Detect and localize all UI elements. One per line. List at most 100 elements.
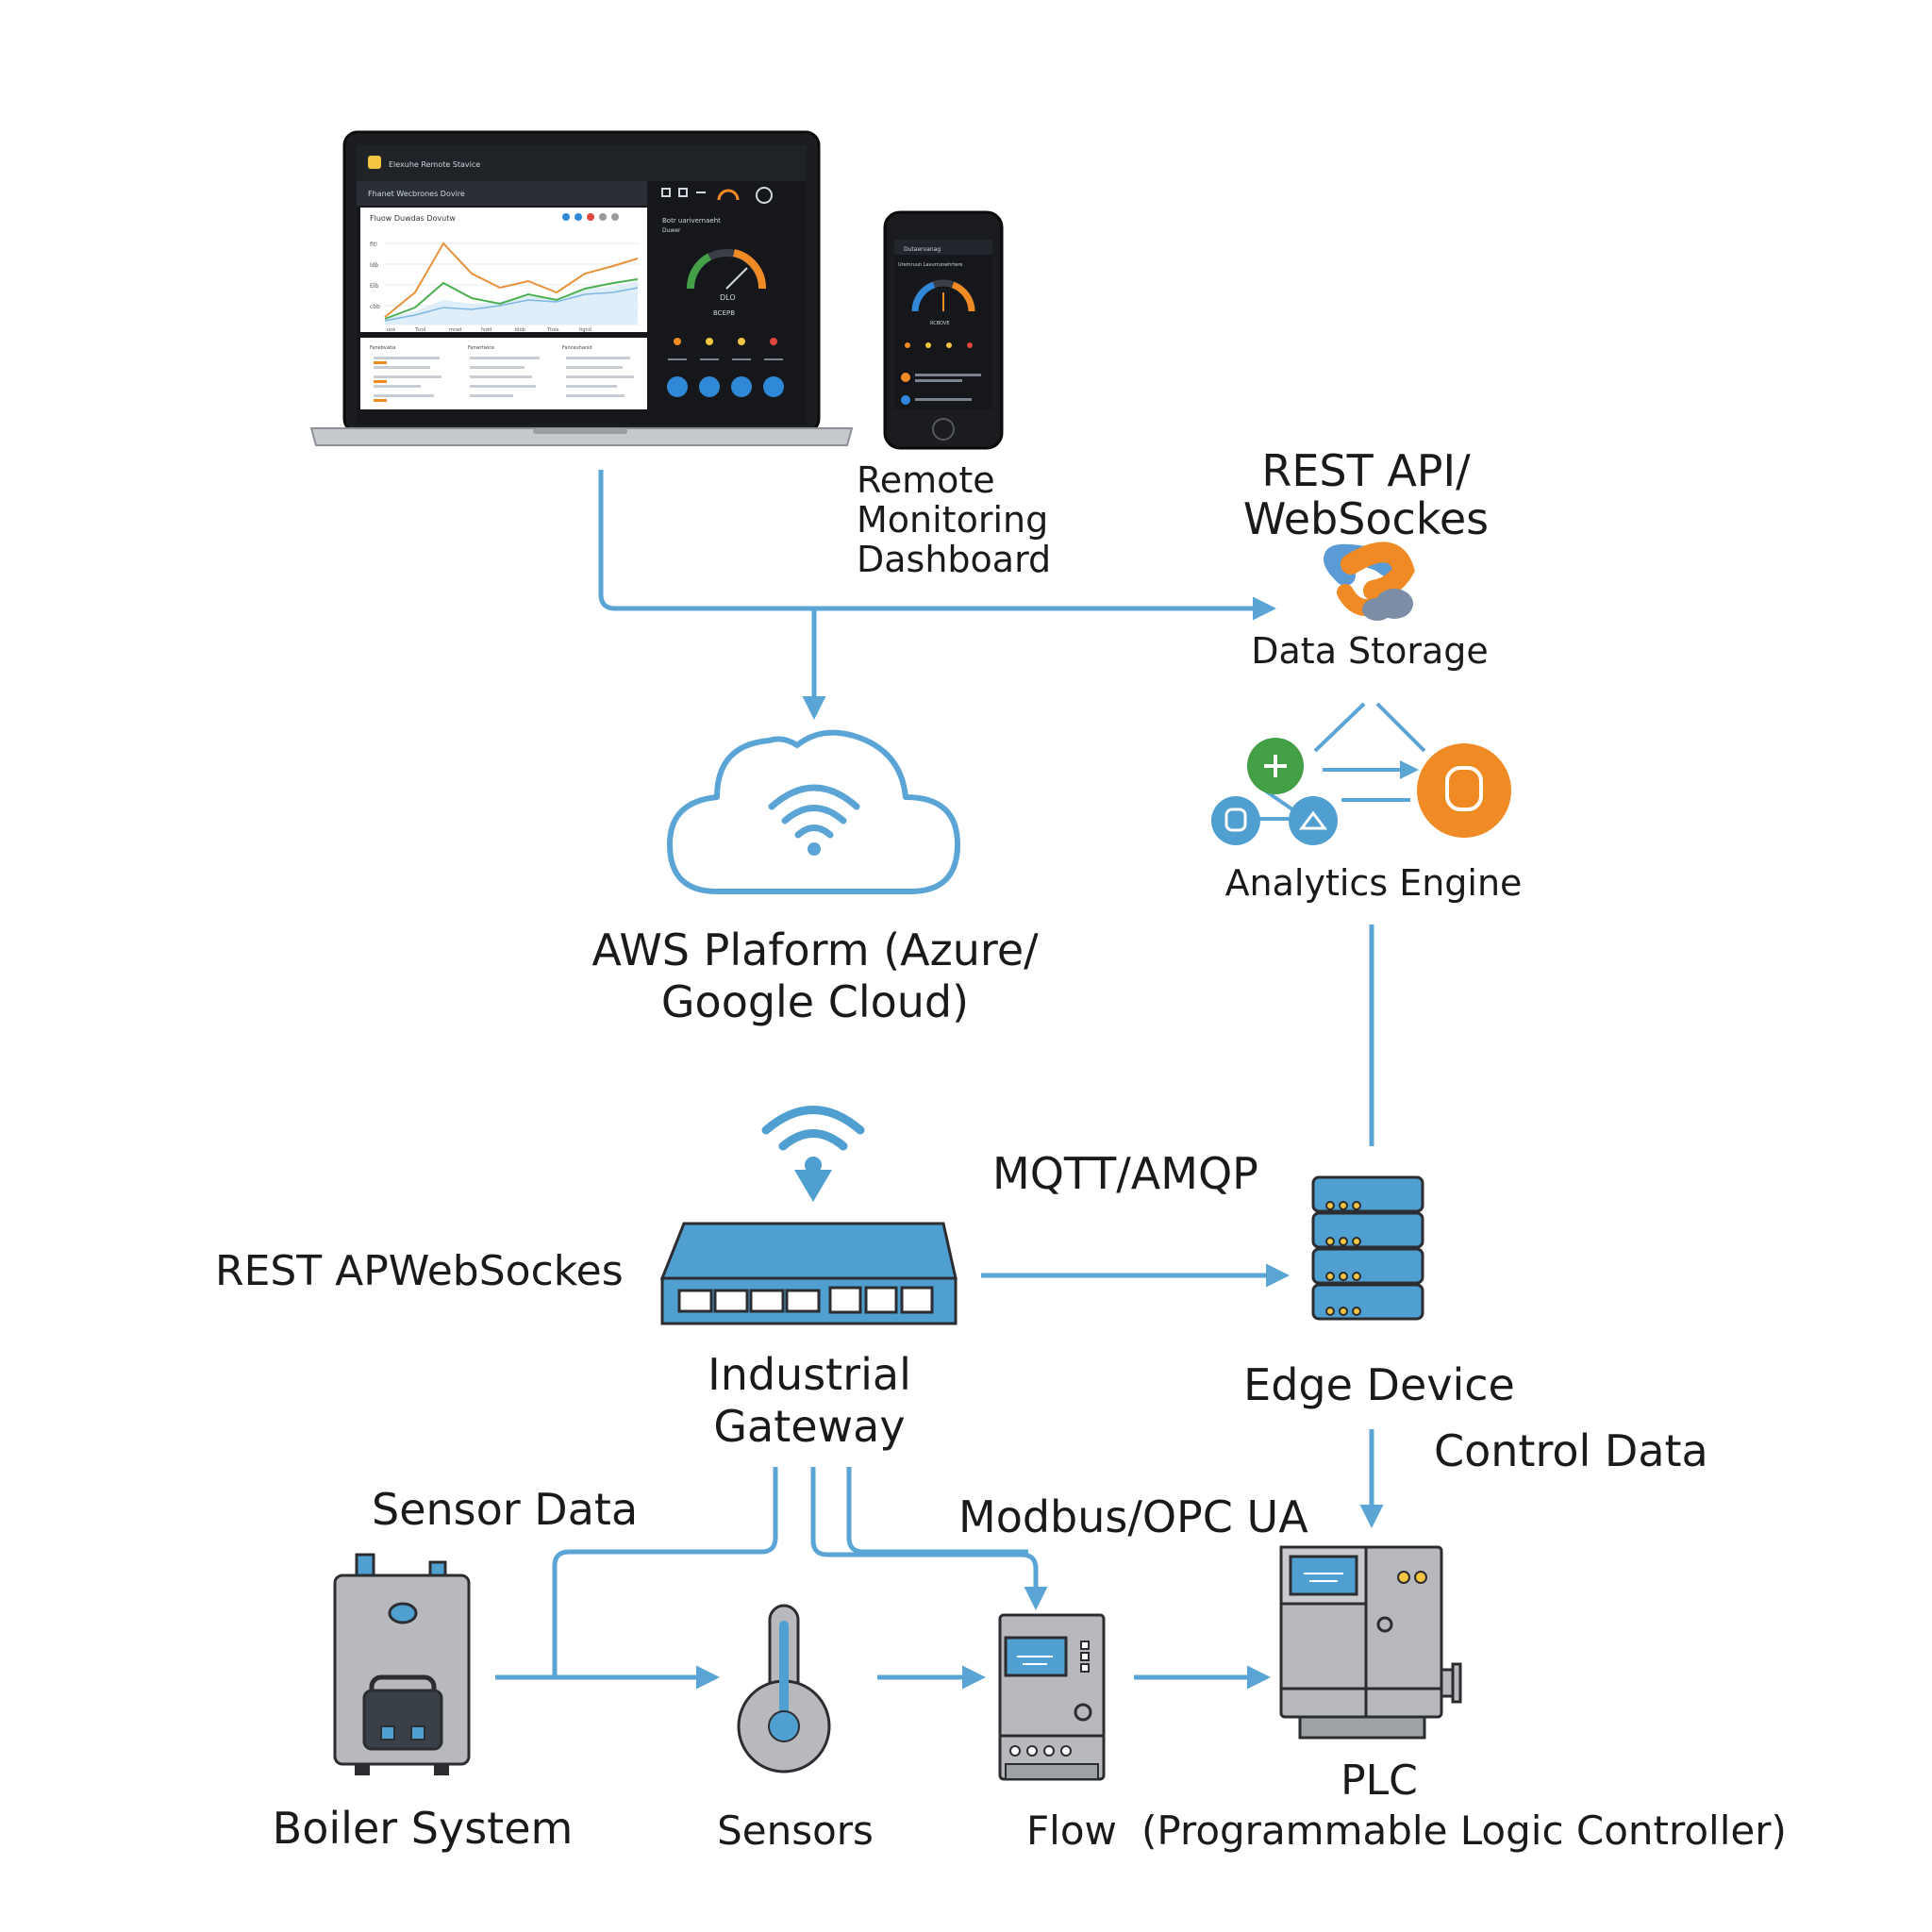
plc-side-handle	[1440, 1668, 1455, 1698]
plc-screen	[1289, 1555, 1358, 1596]
table-rows	[374, 357, 634, 397]
status-icon-row	[674, 338, 777, 345]
analytics-node-blue-right	[1289, 796, 1338, 845]
chart-toolbar-icon	[575, 213, 582, 221]
boiler-pipe-left	[355, 1553, 375, 1579]
boiler-system-label: Boiler System	[272, 1803, 574, 1854]
laptop-titlebar	[357, 145, 807, 181]
right-panel-subtitle: Duwer	[662, 227, 681, 234]
chart-x-tick: unk	[387, 327, 395, 333]
edge-device-icon	[1311, 1175, 1424, 1321]
app-title: Elexuhe Remote Stavice	[389, 160, 480, 169]
analytics-node-orange-symbol	[1445, 766, 1483, 811]
gateway-to-flow-connector-2	[846, 1467, 1028, 1555]
industrial-gateway-label-line: Industrial	[708, 1349, 911, 1400]
analytics-node-green-symbol	[1264, 755, 1287, 777]
chart-toolbar-icon	[562, 213, 570, 221]
table-panel	[360, 338, 647, 409]
plc-key-icon	[1376, 1616, 1393, 1633]
flow-meter-icon	[998, 1613, 1106, 1781]
connector-lines	[495, 470, 1384, 1690]
chart-x-tick: ltgnd	[579, 327, 591, 333]
sensor-thermometer-icon	[737, 1604, 831, 1774]
remote-dashboard-label-line: Dashboard	[857, 539, 1052, 580]
flow-side-buttons	[1080, 1641, 1090, 1673]
mini-gauge-icon	[717, 189, 740, 201]
chart-y-tick: fitl	[370, 242, 377, 248]
gateway-to-flow-connector	[810, 1467, 1048, 1610]
status-label-row	[668, 358, 783, 360]
chart-x-tick: Tsnd	[414, 327, 425, 333]
edge-device-label: Edge Device	[1243, 1359, 1515, 1410]
industrial-gateway-icon	[659, 1106, 958, 1325]
rest-api-top-label-line: WebSockes	[1242, 493, 1490, 544]
boiler-firebox	[362, 1689, 443, 1751]
gateway-antenna-arrow	[794, 1170, 832, 1202]
chart-x-tick: Ttole	[546, 327, 559, 333]
analytics-engine-icon	[1211, 702, 1511, 845]
analytics-node-blue-left	[1211, 796, 1260, 845]
phone-home-button	[932, 418, 955, 441]
chart-y-tick: cbb	[370, 304, 380, 310]
sensors-label: Sensors	[717, 1807, 874, 1854]
rest-api-top-label-line: REST API/	[1261, 445, 1471, 496]
rest-api-top-label: REST API/ WebSockes	[1243, 447, 1489, 543]
gateway-wifi-icon	[761, 1106, 865, 1151]
panel-header-title: Fhanet Wecbrones Dovire	[368, 190, 465, 198]
table-header: Fanwrtwice	[468, 345, 494, 351]
gateway-antenna-dot	[805, 1157, 822, 1174]
plc-status-led	[1414, 1571, 1427, 1584]
mini-dial-icon	[756, 187, 773, 204]
industrial-gateway-label: Industrial Gateway	[708, 1349, 911, 1453]
right-panel-title: Botr uarivernaeht	[662, 217, 721, 225]
gateway-top	[659, 1222, 958, 1280]
boiler-port-left	[380, 1725, 395, 1740]
laptop-hinge-notch	[533, 428, 627, 434]
gauge-needle	[725, 267, 748, 290]
boiler-system-icon	[333, 1553, 471, 1775]
boiler-foot-left	[355, 1764, 370, 1775]
chart-toolbar-icon	[611, 213, 619, 221]
app-logo-icon	[368, 156, 381, 169]
analytics-engine-label: Analytics Engine	[1224, 862, 1523, 904]
gauge-subvalue: BCEPB	[713, 309, 735, 317]
rest-api-left-label: REST APWebSockes	[215, 1247, 624, 1295]
analytics-node-orange	[1417, 743, 1511, 838]
gateway-ports	[677, 1286, 934, 1314]
cloud-platform-label: AWS Plaform (Azure/ Google Cloud)	[591, 924, 1038, 1028]
analytics-node-blue-right-symbol	[1299, 810, 1327, 830]
plc-status-led	[1397, 1571, 1410, 1584]
chart-series-orange	[384, 242, 639, 318]
plc-side-handle-knob	[1451, 1662, 1462, 1704]
phone-tab: Uremruun Lavurrunwhrtere	[898, 262, 962, 268]
plc-icon	[1279, 1545, 1462, 1740]
flow-base	[1005, 1763, 1099, 1780]
phone-status-bar	[894, 240, 992, 255]
wifi-icon	[768, 784, 860, 839]
toolbar-icons	[661, 188, 706, 197]
data-storage-label: Data Storage	[1251, 630, 1489, 672]
thermometer-mercury	[779, 1621, 789, 1724]
table-header: Fanebvatia	[370, 345, 395, 351]
gauge-arc-green	[686, 253, 712, 290]
remote-dashboard-label-line: Remote	[857, 459, 995, 501]
wifi-dot	[808, 842, 821, 856]
plc-foot	[1298, 1715, 1426, 1740]
chart-y-tick: Elb	[370, 283, 378, 290]
boiler-indicator	[388, 1602, 418, 1624]
phone-gauge-arc-blue	[911, 281, 936, 312]
panel-header-bar	[357, 181, 647, 206]
flow-terminals	[1009, 1745, 1072, 1757]
plc-label-subtitle: (Programmable Logic Controller)	[1141, 1807, 1787, 1854]
phone-list-rows	[901, 373, 981, 405]
chart-x-tick: mrad	[449, 327, 461, 333]
gauge-arc-orange	[732, 249, 767, 290]
data-storage-icon	[1324, 541, 1415, 621]
plc-label-title: PLC	[1341, 1757, 1418, 1805]
chart-x-tick: blob	[515, 327, 525, 333]
gateway-to-sensor-line-connector	[552, 1467, 778, 1675]
chart-y-tick: ldb	[370, 262, 378, 269]
boiler-foot-right	[434, 1764, 449, 1775]
cloud-platform-icon	[667, 729, 960, 894]
